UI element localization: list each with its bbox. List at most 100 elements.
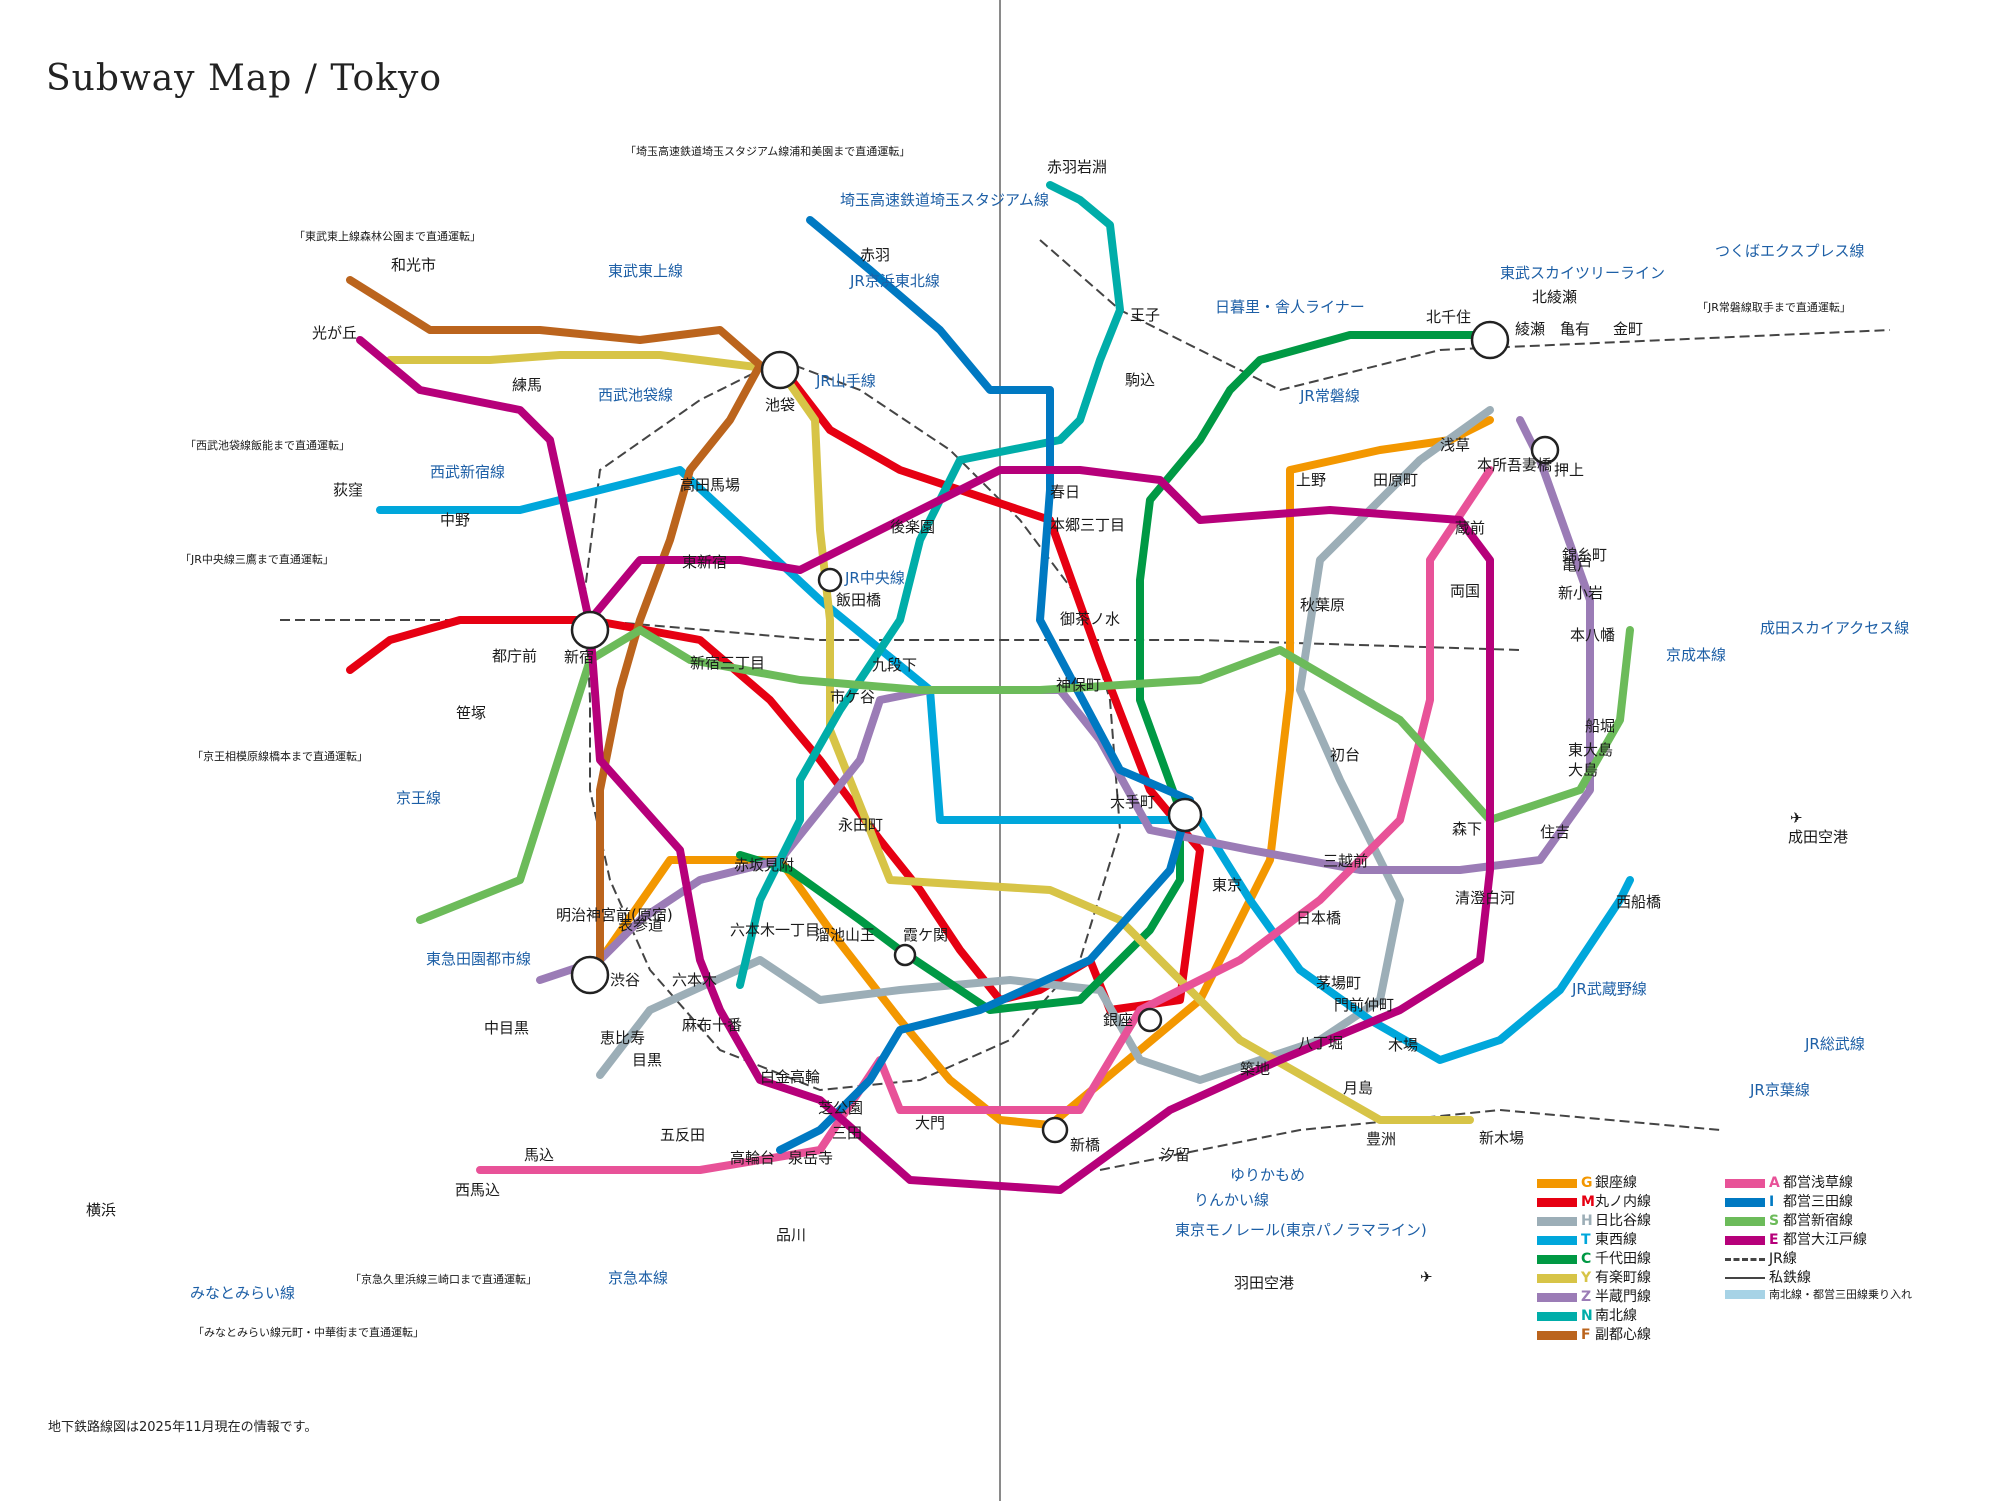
station-oshiage[interactable]: [1530, 435, 1560, 465]
label-kitasenju: 北千住: [1426, 308, 1471, 326]
label-seibu-ikebukuro: 西武池袋線: [598, 386, 673, 404]
through-service-notes: 「埼玉高速鉄道埼玉スタジアム線浦和美園まで直通運転」 「東武東上線森林公園まで直…: [180, 144, 1851, 1339]
station-otemachi[interactable]: [1167, 797, 1203, 833]
station-labels: 池袋 新宿 渋谷 大手町 上野 秋葉原 銀座 新橋 北千住 押上 東京 霞ケ関 …: [86, 158, 1848, 1292]
label-kanamachi: 金町: [1613, 320, 1643, 338]
label-takanawadai: 高輪台: [730, 1149, 775, 1167]
legend-name: 都営三田線: [1783, 1194, 1853, 1210]
label-yokohama: 横浜: [86, 1201, 116, 1219]
label-ginza: 銀座: [1103, 1011, 1133, 1029]
legend-name: 私鉄線: [1769, 1270, 1811, 1286]
legend-name: 半蔵門線: [1595, 1289, 1651, 1305]
note-saitama: 「埼玉高速鉄道埼玉スタジアム線浦和美園まで直通運転」: [625, 144, 910, 158]
note-keio: 「京王相模原線橋本まで直通運転」: [192, 749, 368, 763]
legend-code: N: [1581, 1308, 1593, 1324]
legend-swatch: [1725, 1289, 1765, 1299]
label-wakoshi: 和光市: [391, 256, 436, 274]
station-shimbashi[interactable]: [1041, 1116, 1069, 1144]
station-shibuya[interactable]: [570, 955, 610, 995]
label-roppongi: 六本木: [672, 971, 717, 989]
label-saitama: 埼玉高速鉄道埼玉スタジアム線: [840, 191, 1049, 209]
label-gotanda: 五反田: [660, 1126, 705, 1144]
label-meguro: 目黒: [632, 1051, 662, 1069]
label-mita: 三田: [832, 1124, 862, 1142]
label-ikebukuro: 池袋: [765, 396, 795, 414]
label-tokyo-monorail: 東京モノレール(東京パノラマライン): [1175, 1221, 1427, 1239]
legend-name: 南北線: [1595, 1308, 1637, 1324]
label-kasuga: 春日: [1050, 483, 1080, 501]
legend-other-item: 私鉄線: [1725, 1267, 1811, 1286]
label-sengakuji: 泉岳寺: [788, 1149, 833, 1167]
label-keio: 京王線: [396, 789, 441, 807]
label-kinshicho: 錦糸町: [1562, 546, 1607, 564]
note-jr-chuo: 「JR中央線三鷹まで直通運転」: [180, 552, 334, 566]
label-kuramae: 蔵前: [1455, 519, 1485, 537]
legend-name: 副都心線: [1595, 1327, 1651, 1343]
legend-name: 都営大江戸線: [1783, 1232, 1867, 1248]
label-higashishinjuku: 東新宿: [682, 553, 727, 571]
legend-swatch: [1725, 1178, 1765, 1188]
label-jr-keiyo: JR京葉線: [1749, 1081, 1810, 1099]
label-keikyu: 京急本線: [608, 1269, 668, 1287]
line-hibiya: [596, 406, 1494, 1084]
legend-name: JR線: [1769, 1251, 1797, 1267]
label-honjoazumabashi: 本所吾妻橋: [1477, 456, 1552, 474]
label-hongosanchome: 本郷三丁目: [1050, 516, 1125, 534]
label-kayabacho: 茅場町: [1316, 974, 1361, 992]
label-mitsukoshimae: 三越前: [1323, 852, 1368, 870]
station-ginza[interactable]: [1137, 1007, 1163, 1033]
legend-code: F: [1581, 1327, 1591, 1343]
label-komagome: 駒込: [1125, 371, 1155, 389]
label-akihabara: 秋葉原: [1300, 596, 1345, 614]
label-jr-sobu: JR総武線: [1804, 1035, 1865, 1053]
line-shinjuku: [416, 626, 1634, 924]
label-haneda: 羽田空港: [1234, 1274, 1294, 1292]
station-ikebukuro[interactable]: [760, 350, 800, 390]
legend-code: I: [1769, 1194, 1775, 1210]
label-narita: 成田空港: [1788, 828, 1848, 846]
label-oshiage: 押上: [1554, 461, 1584, 479]
label-iidabashi: 飯田橋: [836, 591, 881, 609]
label-roppongiicchome: 六本木一丁目: [730, 921, 820, 939]
label-meijijingumae: 明治神宮前(原宿): [556, 906, 673, 924]
label-nihombashi: 日本橋: [1296, 909, 1341, 927]
legend-code: C: [1581, 1251, 1592, 1267]
legend-swatch: [1537, 1273, 1577, 1283]
legend-name: 都営浅草線: [1783, 1175, 1853, 1191]
legend-swatch: [1537, 1311, 1577, 1321]
note-keikyu: 「京急久里浜線三崎口まで直通運転」: [350, 1272, 537, 1286]
station-shinjuku[interactable]: [570, 610, 610, 650]
label-nishimagome: 西馬込: [455, 1181, 500, 1199]
label-daimon: 大門: [915, 1114, 945, 1132]
legend-name: 千代田線: [1595, 1251, 1651, 1267]
station-kitasenju[interactable]: [1470, 320, 1510, 360]
legend-item-M: M丸ノ内線: [1537, 1191, 1651, 1210]
label-hikarigaoka: 光が丘: [312, 324, 357, 342]
label-shinagawa: 品川: [776, 1226, 806, 1244]
line-fukutoshin: [346, 276, 764, 979]
label-minatomirai: みなとみらい線: [190, 1284, 295, 1302]
label-shibuya: 渋谷: [610, 971, 640, 989]
label-ochanomizu: 御茶ノ水: [1060, 610, 1120, 628]
legend-name: 有楽町線: [1595, 1270, 1651, 1286]
label-nagatacho: 永田町: [838, 816, 883, 834]
legend-item-I: I 都営三田線: [1725, 1191, 1853, 1210]
station-kasumigaseki[interactable]: [893, 943, 917, 967]
label-morishita: 森下: [1452, 820, 1482, 838]
station-iidabashi[interactable]: [817, 567, 843, 593]
legend-other-item: 南北線・都営三田線乗り入れ: [1725, 1286, 1912, 1302]
legend-code: A: [1769, 1175, 1780, 1191]
label-oji: 王子: [1130, 306, 1160, 324]
footnote: 地下鉄路線図は2025年11月現在の情報です。: [48, 1420, 318, 1435]
note-tobu: 「東武東上線森林公園まで直通運転」: [294, 229, 481, 243]
line-namboku: [736, 181, 1124, 989]
legend-name: 東西線: [1595, 1232, 1637, 1248]
label-tameikesanno: 溜池山王: [815, 926, 875, 944]
label-omotesando: 表参道: [618, 916, 663, 934]
